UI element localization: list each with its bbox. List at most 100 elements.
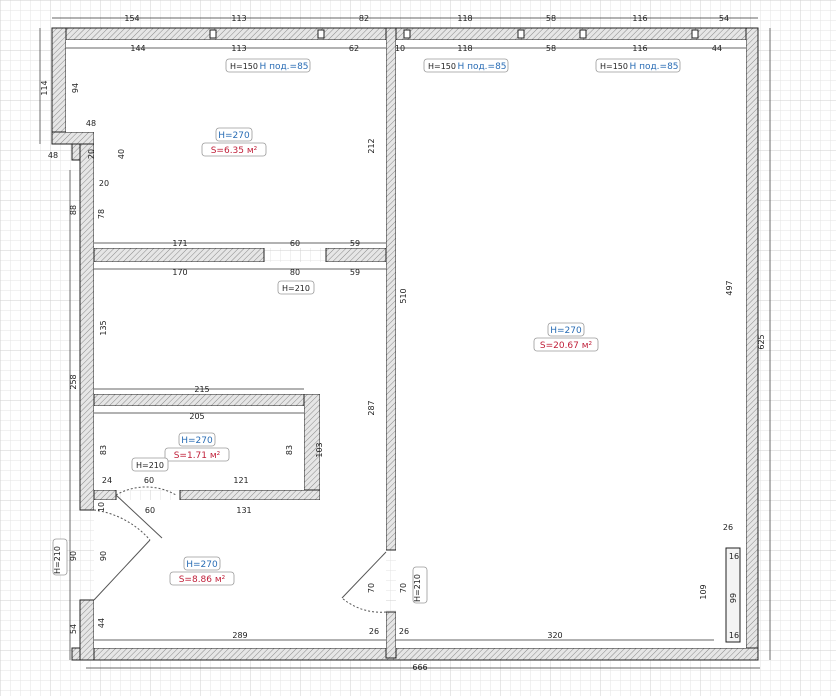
wall-wc-bottom xyxy=(179,489,321,501)
room-area-label: S=6.35 м² xyxy=(211,146,258,156)
left-dim: 48 xyxy=(86,119,96,128)
wall-center-upper xyxy=(385,27,397,551)
wall-corridor-right xyxy=(325,247,387,263)
room-area-label: S=20.67 м² xyxy=(540,341,593,351)
top-inner-dim: 44 xyxy=(712,44,722,53)
doors xyxy=(93,250,387,613)
window-sill-label: H под.=85 xyxy=(259,62,308,72)
room-top-left-upper xyxy=(66,40,386,132)
door-height-label: H=210 xyxy=(136,461,164,470)
top-outer-dim: 116 xyxy=(632,14,647,23)
left-dim: 48 xyxy=(48,151,58,160)
wall-wc-top xyxy=(93,393,321,407)
top-outer-dim: 154 xyxy=(124,14,139,23)
left-dim: 90 xyxy=(69,551,78,561)
top-inner-dim: 113 xyxy=(231,44,246,53)
left-dim: 54 xyxy=(69,624,78,634)
corridor-dim: 171 xyxy=(172,239,187,248)
wall-left-step xyxy=(51,131,95,145)
room-height-label: H=270 xyxy=(186,560,218,570)
wall-wc-bottom-left xyxy=(93,489,117,501)
right-dim: 109 xyxy=(699,584,708,599)
top-outer-dim: 118 xyxy=(457,14,472,23)
wall-corridor-left xyxy=(93,247,265,263)
left-dim: 135 xyxy=(99,320,108,335)
wall-center-lower xyxy=(385,611,397,659)
wall-left-upper xyxy=(51,27,67,145)
wc-dim: 121 xyxy=(233,476,248,485)
right-dim: 16 xyxy=(729,631,739,640)
bottom-dim: 666 xyxy=(412,663,427,672)
room-height-label: H=270 xyxy=(181,436,213,446)
wc-dim: 60 xyxy=(144,476,154,485)
center-dim: 26 xyxy=(369,627,379,636)
top-inner-dim: 62 xyxy=(349,44,359,53)
corridor-dim: 170 xyxy=(172,268,187,277)
corridor-dim: 59 xyxy=(350,239,360,248)
wall-bottom xyxy=(71,647,759,661)
left-dim: 114 xyxy=(40,80,49,95)
window-height-label: H=150 xyxy=(230,62,258,71)
left-dim: 78 xyxy=(97,209,106,219)
left-dim: 90 xyxy=(99,551,108,561)
right-dim: 99 xyxy=(729,593,738,603)
wall-left-mid xyxy=(79,143,95,511)
wc-dim: 24 xyxy=(102,476,112,485)
shaft-inner xyxy=(725,547,741,643)
door-height-label: H=210 xyxy=(413,574,422,602)
wc-dim: 83 xyxy=(99,445,108,455)
top-inner-dim: 144 xyxy=(130,44,145,53)
corridor-dim: 80 xyxy=(290,268,300,277)
hall-upper-right xyxy=(320,394,386,500)
left-dim: 258 xyxy=(69,374,78,389)
left-dim: 88 xyxy=(69,205,78,215)
center-dim: 70 xyxy=(367,583,376,593)
dimension-lines xyxy=(39,17,771,669)
corridor-dim: 59 xyxy=(350,268,360,277)
wc-dim: 205 xyxy=(189,412,204,421)
top-inner-dim: 58 xyxy=(546,44,556,53)
top-inner-dim: 118 xyxy=(457,44,472,53)
center-dim: 70 xyxy=(399,583,408,593)
window-sill-label: H под.=85 xyxy=(629,62,678,72)
room-height-label: H=270 xyxy=(218,131,250,141)
room-area-label: S=8.86 м² xyxy=(179,575,226,585)
bottom-dim: 289 xyxy=(232,631,247,640)
top-inner-dim: 116 xyxy=(632,44,647,53)
door-height-label: H=210 xyxy=(53,546,62,574)
door-wc-arc xyxy=(115,486,177,496)
left-dim: 20 xyxy=(99,179,109,188)
door-hall-arc xyxy=(93,509,151,541)
top-outer-dim: 82 xyxy=(359,14,369,23)
window-height-label: H=150 xyxy=(428,62,456,71)
corridor-space xyxy=(94,262,386,394)
center-dim: 26 xyxy=(399,627,409,636)
left-dim: 94 xyxy=(71,83,80,93)
room-area-label: S=1.71 м² xyxy=(174,451,221,461)
door-wc-leaf xyxy=(115,494,163,539)
wc-dim: 103 xyxy=(315,442,324,457)
room-interiors xyxy=(66,40,746,648)
center-dim: 287 xyxy=(367,400,376,415)
center-dim: 510 xyxy=(399,288,408,303)
door-height-label: H=210 xyxy=(282,284,310,293)
wc-dim: 83 xyxy=(285,445,294,455)
door-hall-leaf xyxy=(93,539,151,601)
right-dim: 26 xyxy=(723,523,733,532)
right-dim: 16 xyxy=(729,552,739,561)
bottom-dim: 320 xyxy=(547,631,562,640)
left-dim: 20 xyxy=(87,149,96,159)
top-inner-dim: 10 xyxy=(395,44,405,53)
wall-left-low xyxy=(79,599,95,661)
top-outer-dim: 113 xyxy=(231,14,246,23)
left-dim: 44 xyxy=(97,618,106,628)
window-sill-label: H под.=85 xyxy=(457,62,506,72)
wc-dim: 215 xyxy=(194,385,209,394)
right-dim: 497 xyxy=(725,280,734,295)
window-height-label: H=150 xyxy=(600,62,628,71)
window-markers xyxy=(209,29,699,39)
room-height-label: H=270 xyxy=(550,326,582,336)
